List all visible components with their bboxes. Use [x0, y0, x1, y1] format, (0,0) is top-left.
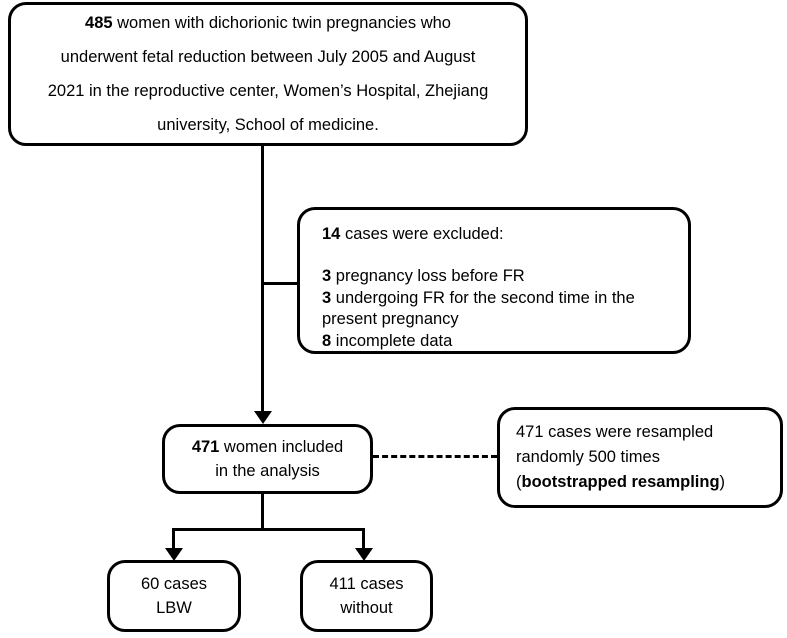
- connector-dashed-to-bootstrap: [373, 455, 497, 458]
- enrollment-count: 485: [85, 14, 113, 32]
- connector-split-bar: [172, 528, 365, 531]
- arrowhead-to-without: [355, 548, 373, 561]
- included-line-1-rest: women included: [219, 438, 344, 456]
- bootstrap-line-2: randomly 500 times: [516, 448, 660, 466]
- node-outcome-lbw: 60 cases LBW: [107, 560, 241, 632]
- arrowhead-to-lbw: [165, 548, 183, 561]
- connector-to-lbw: [172, 528, 175, 554]
- without-line-2: without: [340, 599, 393, 617]
- node-excluded: 14 cases were excluded: 3 pregnancy loss…: [297, 207, 691, 354]
- excluded-item-2: 3 undergoing FR for the second time in t…: [322, 288, 674, 331]
- excluded-header: 14 cases were excluded:: [322, 224, 504, 244]
- node-enrollment: 485 women with dichorionic twin pregnanc…: [8, 2, 528, 146]
- excluded-header-count: 14: [322, 225, 341, 243]
- bootstrap-line-1: 471 cases were resampled: [516, 423, 714, 441]
- node-outcome-without-lbw: 411 cases without: [300, 560, 433, 632]
- excluded-item-1: 3 pregnancy loss before FR: [322, 266, 525, 288]
- without-line-1: 411 cases: [329, 575, 404, 593]
- bootstrap-line-3: (bootstrapped resampling): [516, 470, 725, 495]
- bootstrap-paren-open: (: [516, 473, 522, 491]
- node-included: 471 women included in the analysis: [162, 424, 373, 494]
- bootstrap-paren-close: ): [719, 473, 726, 491]
- excluded-item-3-text: incomplete data: [331, 331, 453, 350]
- included-count: 471: [191, 438, 220, 456]
- included-line-2: in the analysis: [215, 462, 320, 480]
- excluded-item-1-count: 3: [322, 267, 332, 285]
- bootstrap-emphasis: bootstrapped resampling: [521, 473, 720, 491]
- enrollment-line-3: 2021 in the reproductive center, Women’s…: [47, 82, 489, 100]
- lbw-line-2: LBW: [156, 599, 192, 617]
- excluded-item-2-count: 3: [322, 288, 332, 307]
- excluded-item-1-text: pregnancy loss before FR: [331, 267, 525, 285]
- connector-branch-to-excluded: [261, 282, 300, 285]
- included-line-1: 471 women included: [192, 435, 343, 459]
- excluded-header-rest: cases were excluded:: [340, 225, 504, 243]
- enrollment-line-1: 485 women with dichorionic twin pregnanc…: [85, 6, 451, 40]
- connector-included-to-split: [261, 494, 264, 530]
- excluded-item-3-count: 8: [322, 331, 332, 350]
- enrollment-line-4: university, School of medicine.: [157, 116, 379, 134]
- enrollment-line-2: underwent fetal reduction between July 2…: [60, 48, 476, 66]
- node-bootstrap: 471 cases were resampled randomly 500 ti…: [497, 407, 783, 508]
- excluded-item-2-text: undergoing FR for the second time in the…: [322, 288, 635, 329]
- lbw-line-1: 60 cases: [140, 575, 208, 593]
- arrowhead-to-included: [254, 411, 272, 424]
- enrollment-line-1-rest: women with dichorionic twin pregnancies …: [112, 14, 451, 32]
- connector-to-without: [362, 528, 365, 554]
- excluded-item-3: 8 incomplete data: [322, 331, 452, 353]
